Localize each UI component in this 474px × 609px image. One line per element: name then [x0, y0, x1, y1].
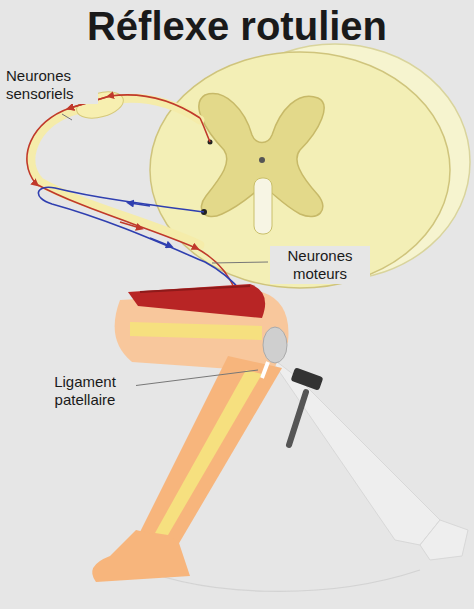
spinal-cord [150, 44, 470, 288]
illustration-part [38, 187, 242, 292]
illustration-part [200, 118, 210, 142]
illustration-part [289, 392, 306, 445]
motor-nerve [38, 187, 242, 292]
illustration-part [259, 157, 265, 163]
illustration-part [136, 356, 282, 545]
illustration-part [31, 98, 200, 245]
illustration-part [212, 262, 268, 263]
illustration-part [291, 367, 324, 390]
sensory-neuron-label: Neurones sensoriels [4, 66, 98, 104]
illustration-part [155, 370, 262, 535]
illustration-part [150, 52, 450, 288]
illustration-part [128, 284, 265, 318]
illustration-part [132, 370, 258, 386]
illustration-part [140, 286, 250, 292]
leader-lines [62, 114, 268, 386]
illustration-part [130, 322, 262, 340]
motor-neuron-label: Neurones moteurs [270, 246, 370, 284]
illustration-part [254, 178, 272, 234]
leg [92, 284, 288, 582]
ligament-label: Ligament patellaire [34, 372, 136, 410]
illustration-part [130, 203, 150, 206]
illustration-part [262, 362, 268, 378]
sensory-nerve [27, 87, 278, 338]
illustration-part [150, 238, 170, 246]
illustration-part [92, 530, 190, 582]
illustration-part [420, 520, 468, 560]
illustration-part [268, 355, 440, 545]
diagram-title: Réflexe rotulien [0, 4, 474, 49]
reflex-hammer [289, 367, 323, 445]
illustration-part [62, 114, 72, 120]
illustration-part [263, 327, 287, 363]
